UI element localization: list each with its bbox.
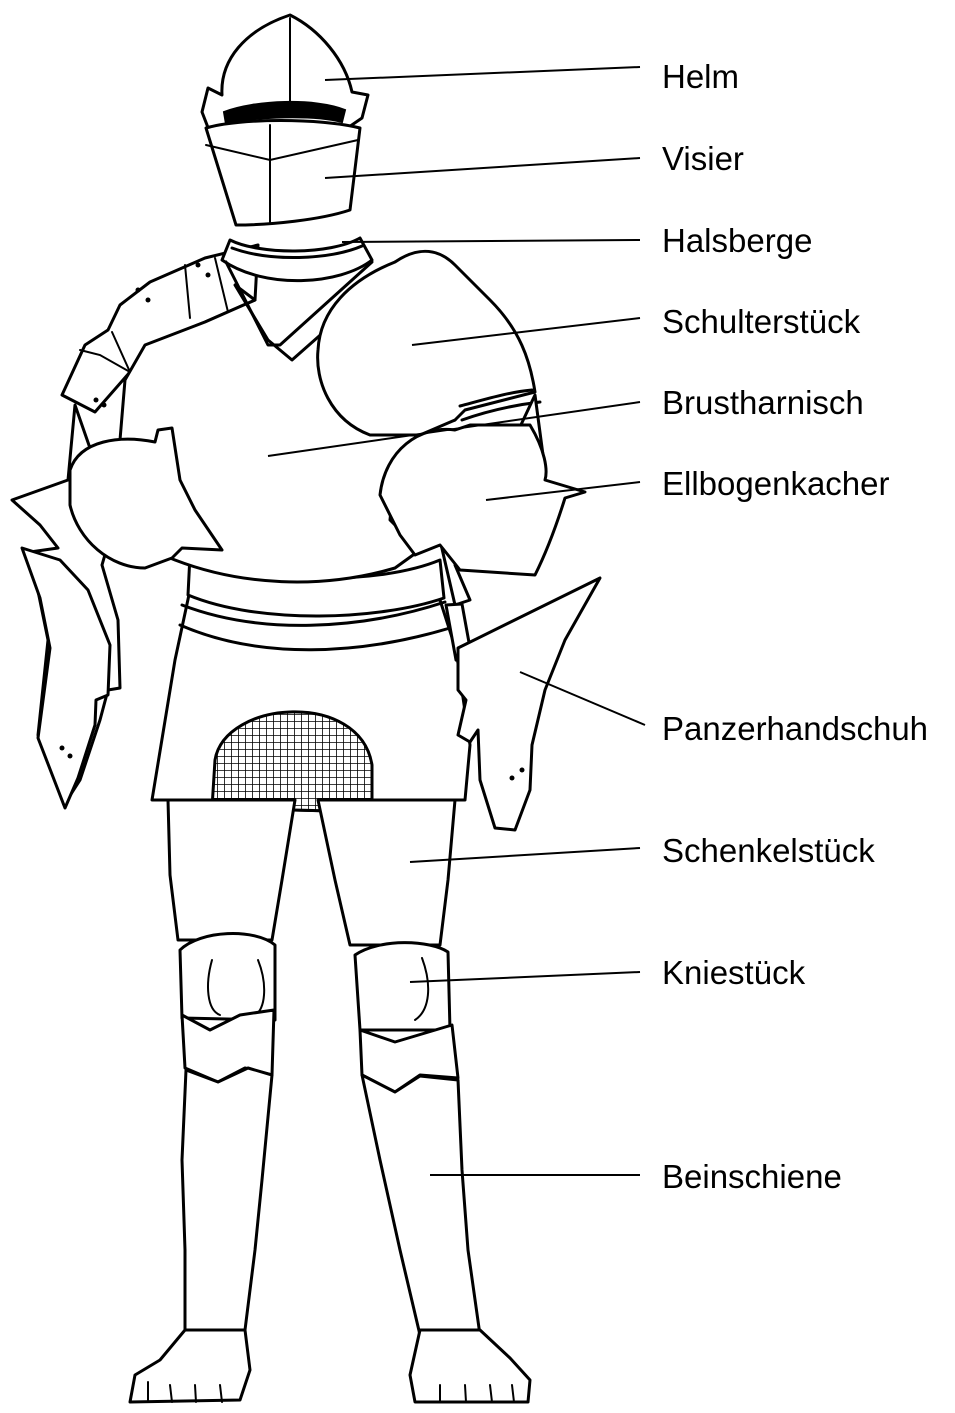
label-ellbogenkacher: Ellbogenkacher (662, 465, 890, 502)
leader-helm (325, 67, 640, 80)
right-thigh (318, 800, 455, 945)
label-halsberge: Halsberge (662, 222, 812, 259)
left-thigh (168, 800, 295, 940)
right-gauntlet (458, 578, 600, 830)
label-helm: Helm (662, 58, 739, 95)
leader-halsberge (342, 240, 640, 242)
left-greave (182, 1068, 272, 1335)
leader-visier (325, 158, 640, 178)
label-brustharnisch: Brustharnisch (662, 384, 864, 421)
label-visier: Visier (662, 140, 744, 177)
label-schulterstueck: Schulterstück (662, 303, 861, 340)
visor (206, 121, 360, 226)
right-knee (355, 943, 450, 1030)
label-schenkelstueck: Schenkelstück (662, 832, 875, 869)
label-beinschiene: Beinschiene (662, 1158, 842, 1195)
label-panzerhandschuh: Panzerhandschuh (662, 710, 928, 747)
right-greave (362, 1075, 480, 1335)
label-kniestueck: Kniestück (662, 954, 806, 991)
